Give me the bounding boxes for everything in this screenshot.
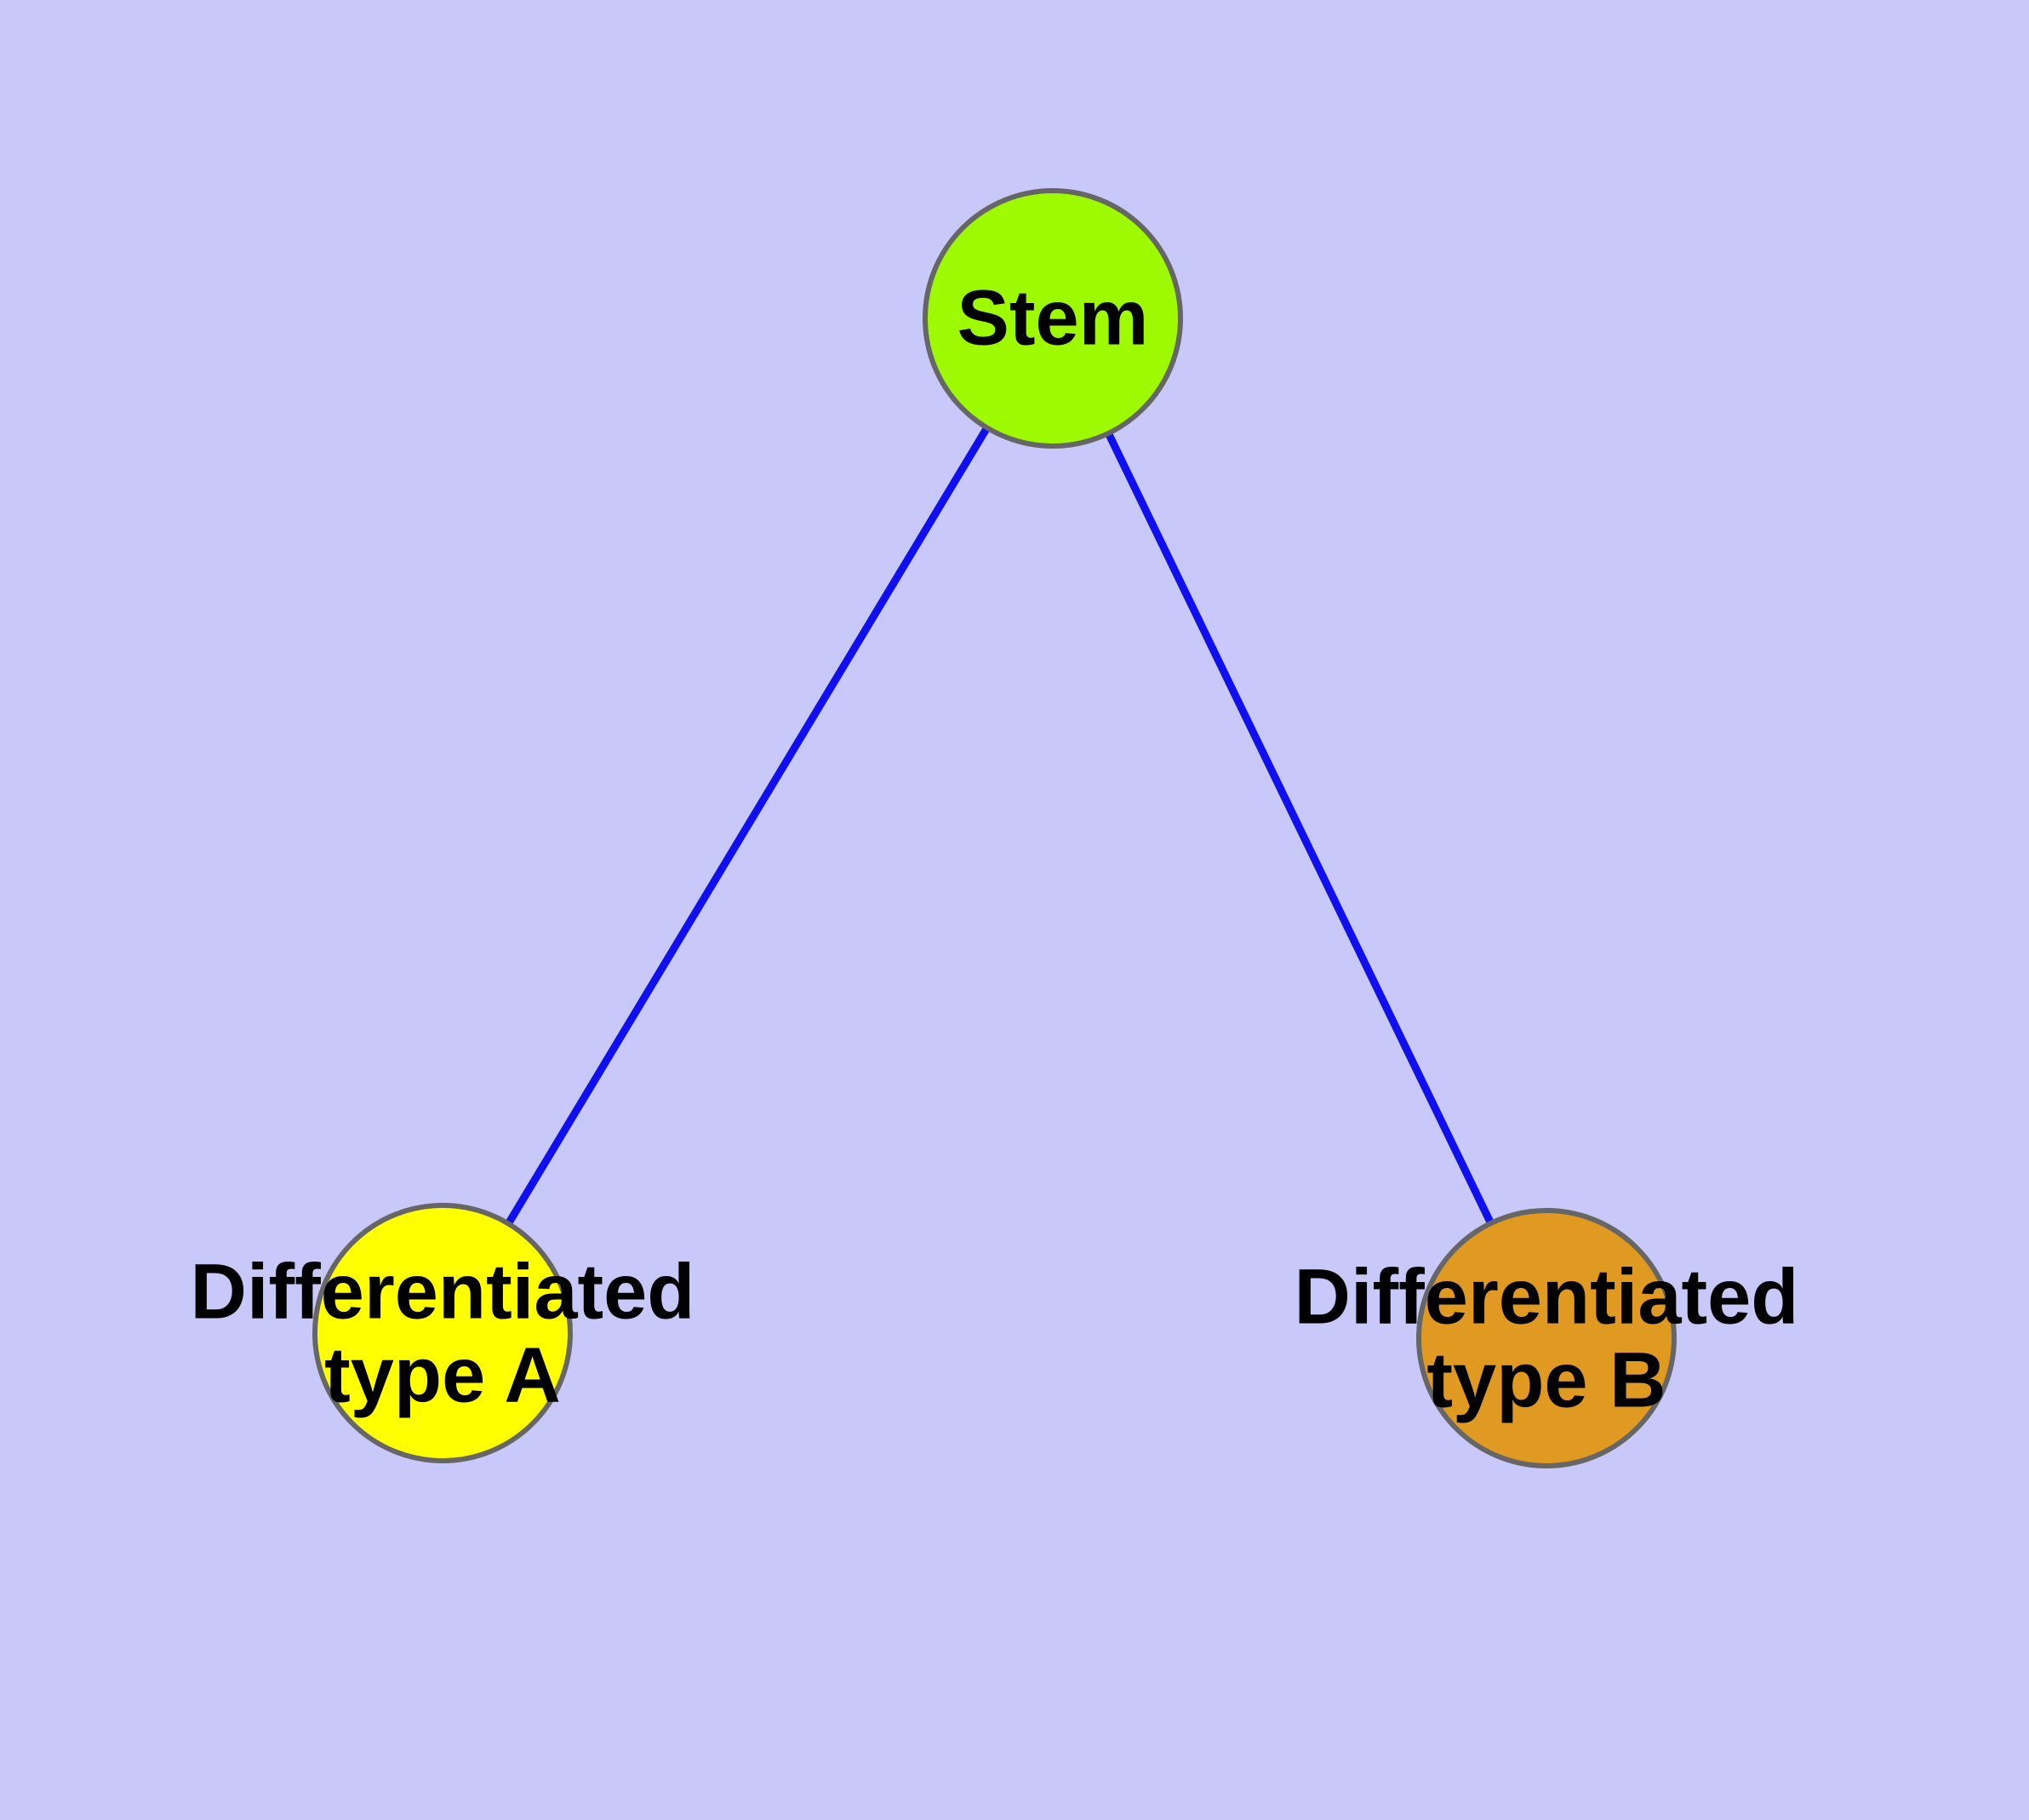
node-layer xyxy=(312,188,1677,1468)
node-label-differentiated-type-a-line2: type A xyxy=(324,1331,561,1418)
node-label-differentiated-type-a-line1: Differentiated xyxy=(191,1248,695,1335)
node-circle-stem[interactable] xyxy=(923,188,1183,449)
node-differentiated-type-b[interactable] xyxy=(1416,1208,1677,1468)
node-label-stem: Stem xyxy=(957,274,1149,361)
node-label-differentiated-type-b-line1: Differentiated xyxy=(1295,1253,1799,1340)
node-differentiated-type-a[interactable] xyxy=(312,1203,573,1463)
edge-layer xyxy=(439,316,1551,1340)
node-circle-differentiated-type-b[interactable] xyxy=(1416,1208,1677,1468)
edge-stem-to-differentiated-type-a[interactable] xyxy=(439,316,1056,1336)
edge-stem-to-differentiated-type-b[interactable] xyxy=(1049,317,1551,1340)
label-layer: Stem Differentiated type A Differentiate… xyxy=(191,274,1799,1423)
node-stem[interactable] xyxy=(923,188,1183,449)
node-label-differentiated-type-b-line2: type B xyxy=(1426,1336,1666,1423)
node-circle-differentiated-type-a[interactable] xyxy=(312,1203,573,1463)
